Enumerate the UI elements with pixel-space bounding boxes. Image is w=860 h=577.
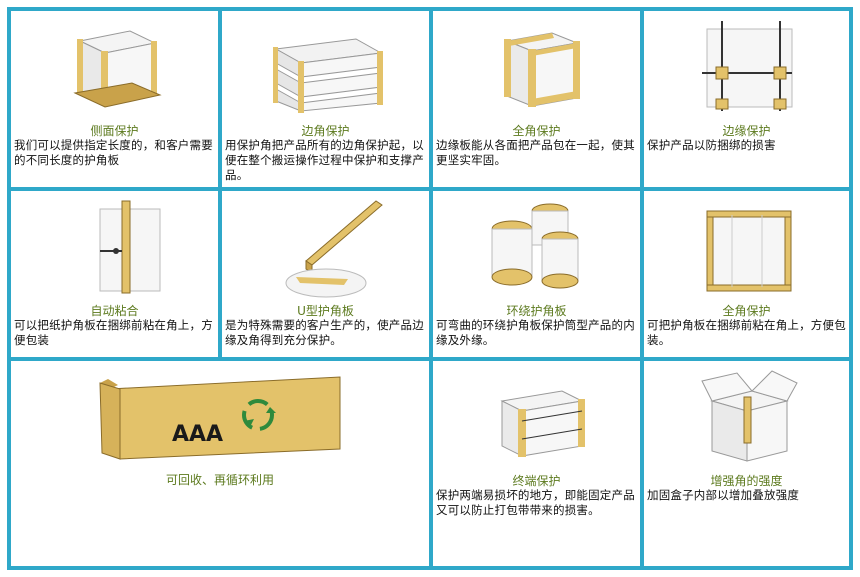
recycle-board-illustration: AAA — [11, 361, 429, 471]
product-grid: 侧面保护 我们可以提供指定长度的，和客户需要的不同长度的护角板 边角保护 用保护… — [7, 7, 853, 570]
card-title: 可回收、再循环利用 — [165, 473, 274, 487]
card-title: 边角保护 — [301, 124, 350, 138]
card-title: 终端保护 — [512, 474, 561, 488]
stacked-boards-corner-icon — [222, 11, 429, 126]
auto-glue-icon — [11, 191, 218, 306]
card-crate-corner: 全角保护 可把护角板在捆绑前粘在角上，方便包装。 — [642, 189, 851, 359]
card-description: 用保护角把产品所有的边角保护起，以便在整个搬运操作过程中保护和支撑产品。 — [225, 138, 424, 182]
card-roll-wrap: 环绕护角板 可弯曲的环绕护角板保护筒型产品的内缘及外缘。 — [431, 189, 642, 359]
card-title: 自动粘合 — [90, 304, 139, 318]
card-edge-protection: 边缘保护 保护产品以防捆绑的损害 — [642, 9, 851, 189]
card-side-protection: 侧面保护 我们可以提供指定长度的，和客户需要的不同长度的护角板 — [9, 9, 220, 189]
board-label: AAA — [172, 422, 223, 447]
card-box-reinforce: 增强角的强度 加固盒子内部以增加叠放强度 — [642, 359, 851, 568]
card-title: 全角保护 — [722, 304, 771, 318]
card-description: 加固盒子内部以增加叠放强度 — [647, 488, 800, 502]
card-title: 边缘保护 — [722, 124, 771, 138]
card-description: 保护产品以防捆绑的损害 — [647, 138, 776, 152]
card-description: 是为特殊需要的客户生产的，使产品边缘及角得到充分保护。 — [225, 318, 424, 347]
card-end-protection: 终端保护 保护两端易损坏的地方，即能固定产品又可以防止打包带带来的损害。 — [431, 359, 642, 568]
card-description: 可以把纸护角板在捆绑前粘在角上，方便包装 — [14, 318, 213, 347]
card-title: U型护角板 — [297, 304, 354, 318]
box-reinforce-icon — [644, 361, 849, 476]
card-description: 可把护角板在捆绑前粘在角上，方便包装。 — [647, 318, 846, 347]
card-corner-protection: 边角保护 用保护角把产品所有的边角保护起，以便在整个搬运操作过程中保护和支撑产品… — [220, 9, 431, 189]
card-u-profile: U型护角板 是为特殊需要的客户生产的，使产品边缘及角得到充分保护。 — [220, 189, 431, 359]
strap-edge-icon — [644, 11, 849, 126]
recycle-icon — [242, 399, 276, 431]
box-full-corner-icon — [433, 11, 640, 126]
card-title: 环绕护角板 — [506, 304, 567, 318]
card-title: 增强角的强度 — [710, 474, 783, 488]
pallet-side-protection-icon — [11, 11, 218, 126]
card-recycle: AAA 可回收、再循环利用 — [9, 359, 431, 568]
card-auto-glue: 自动粘合 可以把纸护角板在捆绑前粘在角上，方便包装 — [9, 189, 220, 359]
card-description: 保护两端易损坏的地方，即能固定产品又可以防止打包带带来的损害。 — [436, 488, 635, 517]
card-description: 边缘板能从各面把产品包在一起，使其更坚实牢固。 — [436, 138, 635, 167]
card-full-corner-protection: 全角保护 边缘板能从各面把产品包在一起，使其更坚实牢固。 — [431, 9, 642, 189]
crate-corner-icon — [644, 191, 849, 306]
roll-wrap-icon — [433, 191, 640, 306]
card-title: 全角保护 — [512, 124, 561, 138]
card-title: 侧面保护 — [90, 124, 139, 138]
u-profile-icon — [222, 191, 429, 306]
card-description: 我们可以提供指定长度的，和客户需要的不同长度的护角板 — [14, 138, 213, 167]
card-description: 可弯曲的环绕护角板保护筒型产品的内缘及外缘。 — [436, 318, 635, 347]
end-protection-icon — [433, 361, 640, 476]
